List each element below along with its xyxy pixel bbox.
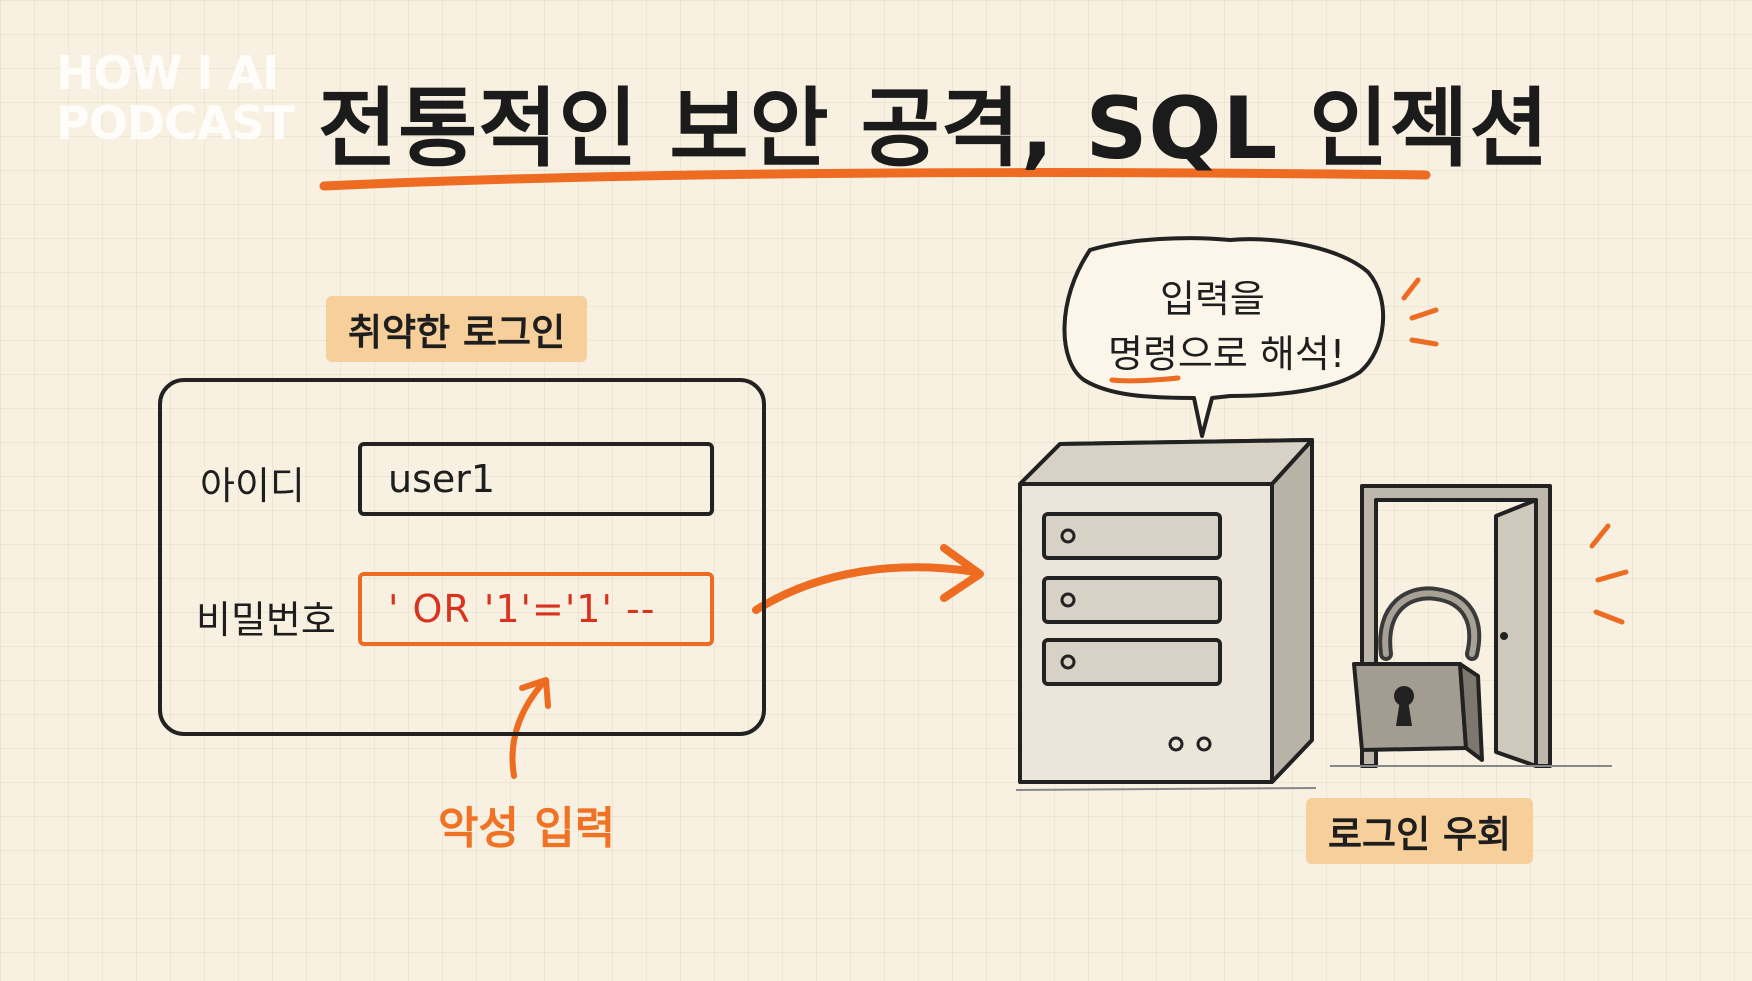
server-icon: [1015, 438, 1317, 791]
watermark-line2: PODCAST: [56, 96, 295, 150]
malicious-input-label: 악성 입력: [438, 803, 616, 854]
unlocked-padlock-icon: [1352, 586, 1484, 762]
arrow-up-icon: [509, 677, 551, 779]
speech-bubble-icon: [1062, 236, 1386, 438]
page-title: 전통적인 보안 공격, SQL 인젝션: [318, 79, 1550, 179]
password-label: 비밀번호: [196, 598, 336, 642]
podcast-watermark: HOW I AI PODCAST: [56, 48, 326, 148]
open-door-icon: [1330, 484, 1612, 768]
login-bypass-tag: 로그인 우회: [1306, 798, 1534, 864]
speech-bubble-line1: 입력을: [1160, 277, 1265, 321]
emphasis-marks-icon: [1401, 277, 1629, 625]
title-underline: [319, 168, 1431, 191]
password-field-injection: ' OR '1'='1' --: [358, 572, 714, 646]
id-field: user1: [358, 442, 714, 516]
vulnerable-login-tag: 취약한 로그인: [326, 296, 588, 362]
login-form-box: [158, 378, 766, 736]
id-label: 아이디: [200, 464, 305, 508]
arrow-right-icon: [752, 544, 984, 614]
speech-bubble-line2: 명령으로 해석!: [1108, 332, 1346, 376]
watermark-line1: HOW I AI: [56, 46, 279, 100]
